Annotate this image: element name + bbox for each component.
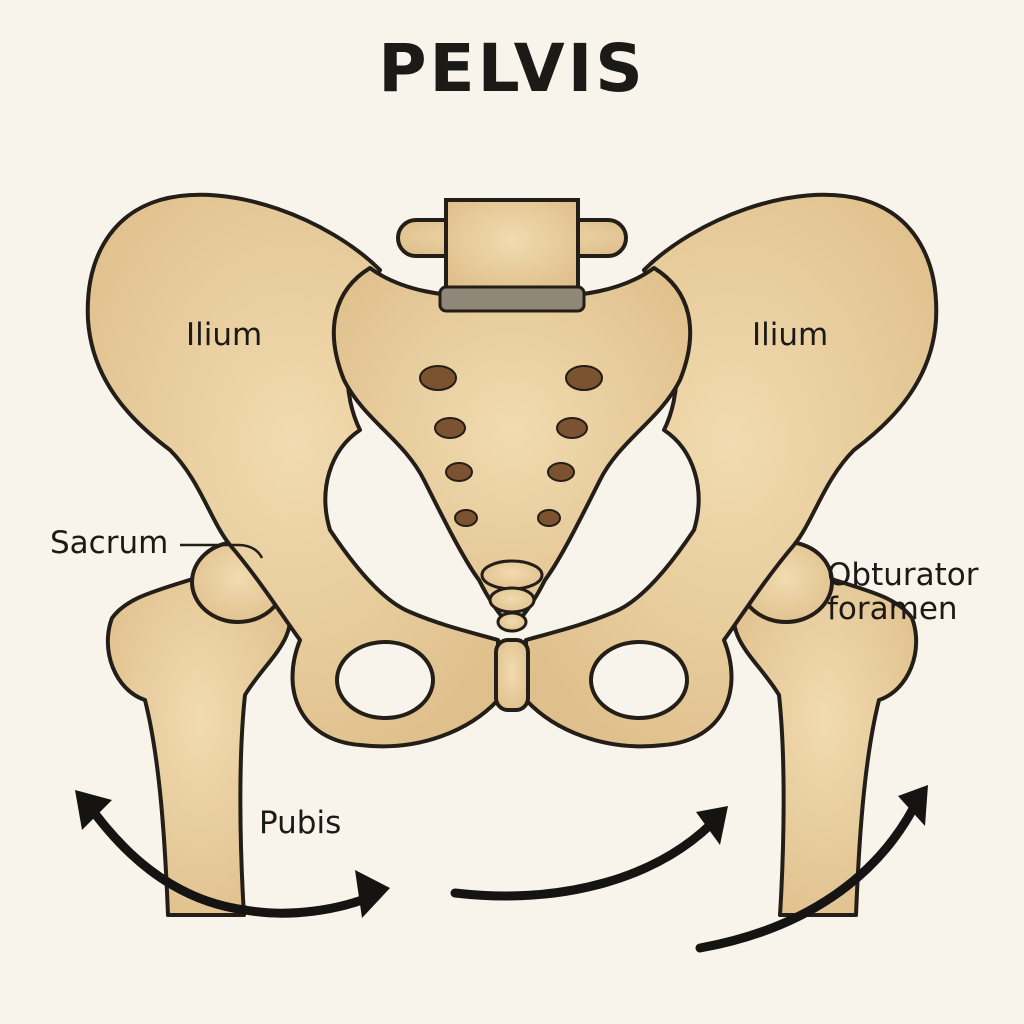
sacrum-bone	[331, 266, 693, 630]
label-sacrum: Sacrum	[50, 525, 169, 561]
left-curved-arrow	[80, 795, 250, 915]
arrow-head-middle	[696, 806, 728, 845]
label-obturator-foramen: Obturator foramen	[827, 558, 979, 626]
label-ilium-left: Ilium	[186, 317, 263, 353]
sacral-foramina	[419, 365, 603, 527]
sacrum-leader-line	[180, 543, 264, 559]
label-ilium-right: Ilium	[752, 317, 829, 353]
lower-left-curved-arrow	[240, 890, 380, 918]
coccyx	[480, 559, 544, 633]
arrow-head-left	[75, 790, 112, 830]
label-pubis: Pubis	[259, 805, 342, 841]
diagram-title: PELVIS	[378, 30, 646, 107]
arrow-head-lower-left	[355, 870, 390, 918]
right-hip-bone	[524, 192, 939, 749]
intervertebral-disc	[438, 285, 586, 313]
right-curved-arrow	[695, 790, 925, 953]
arrow-heads	[75, 785, 928, 918]
label-obturator-line1: Obturator	[827, 557, 979, 593]
right-obturator-foramen	[589, 640, 689, 720]
arrow-head-right	[898, 785, 928, 826]
lumbar-vertebra	[396, 198, 628, 292]
label-obturator-line2: foramen	[827, 591, 958, 628]
pubic-symphysis	[494, 638, 530, 712]
middle-curved-arrow	[450, 810, 725, 901]
left-hip-bone	[85, 192, 500, 749]
left-obturator-foramen	[335, 640, 435, 720]
